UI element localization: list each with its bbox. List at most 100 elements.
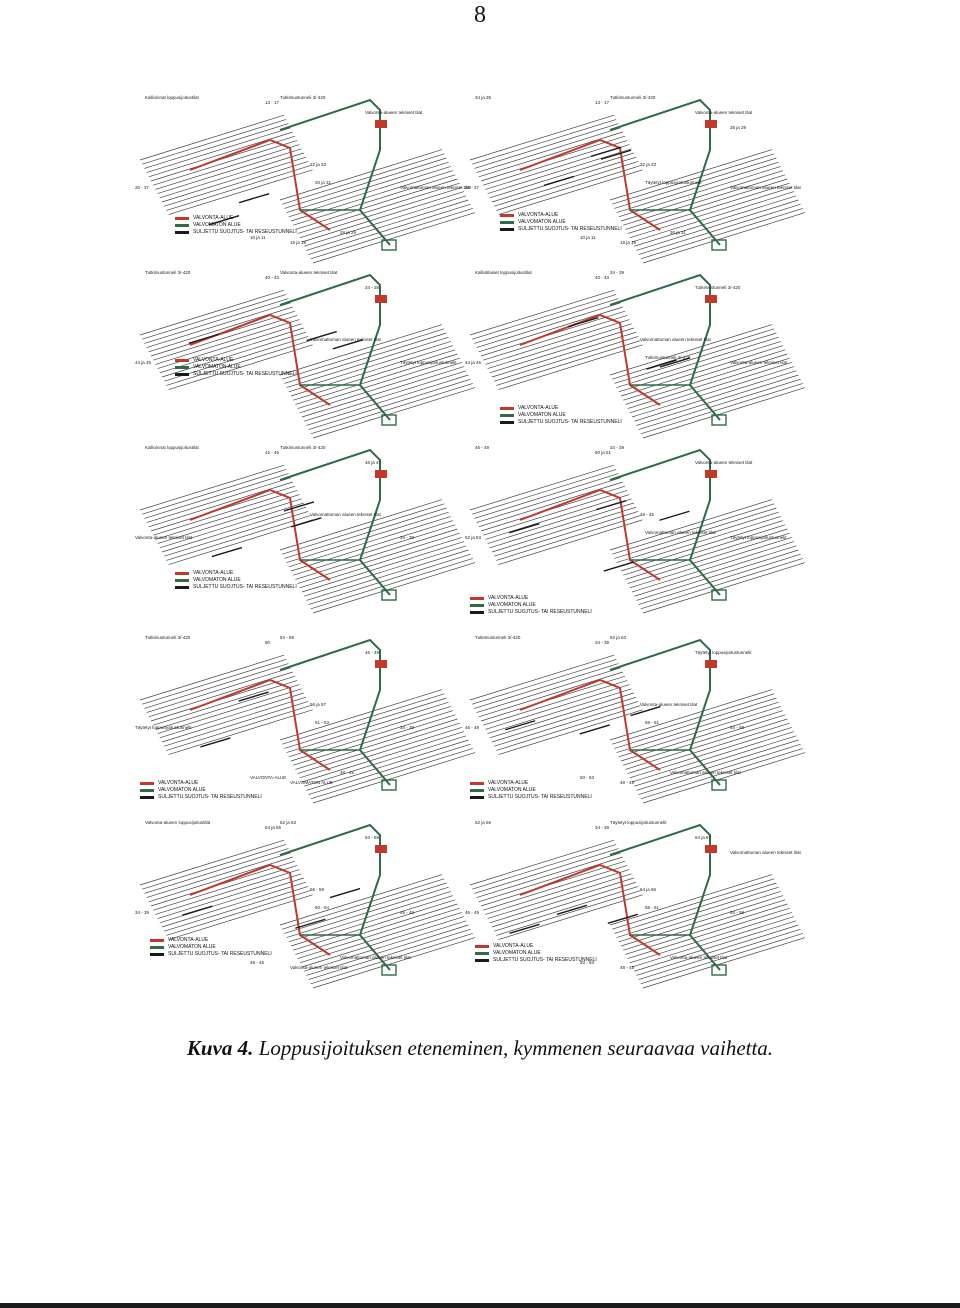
closed-tunnel	[579, 724, 610, 735]
legend-label: SULJETTU SUOJTUS- TAI RESEUSTUNNELI	[193, 371, 297, 377]
deposition-tunnel	[299, 537, 462, 589]
unmonitored-tunnel	[609, 823, 721, 971]
map-label: 48 - 45	[620, 780, 635, 785]
legend-item-unmonitored: VALVOMATON ALUE	[500, 219, 622, 226]
unmonitored-facility	[711, 589, 727, 601]
deposition-tunnel	[642, 212, 806, 264]
deposition-tunnel	[618, 516, 781, 568]
deposition-tunnel	[139, 464, 285, 511]
map-label: Valvonta-alueen tekniset tilat	[280, 270, 338, 275]
deposition-tunnel	[489, 327, 634, 374]
deposition-tunnel	[148, 131, 293, 178]
map-label: 20 - 37	[135, 185, 150, 190]
deposition-tunnel	[153, 680, 298, 726]
deposition-tunnel	[166, 340, 311, 386]
map-label: 34 - 39	[135, 910, 150, 915]
legend-swatch	[175, 224, 189, 227]
deposition-tunnel	[623, 174, 786, 226]
map-label: Kallioinnat loppusijoitustilat	[145, 95, 199, 100]
legend-item-closed: SULJETTU SUOJTUS- TAI RESEUSTUNNELI	[475, 957, 597, 964]
deposition-tunnel	[148, 671, 293, 718]
unmonitored-tunnel	[609, 273, 721, 421]
deposition-tunnel	[297, 532, 460, 584]
map-label: 32 ja 33	[640, 162, 657, 167]
figure-caption: Kuva 4. Loppusijoituksen eteneminen, kym…	[0, 1036, 960, 1061]
deposition-tunnel	[284, 332, 447, 384]
legend-item-monitored: VALVONTA-ALUE	[500, 212, 622, 219]
deposition-tunnel	[159, 327, 304, 374]
deposition-tunnel	[295, 178, 458, 230]
legend-swatch	[150, 946, 164, 949]
deposition-tunnel	[634, 735, 797, 787]
closed-tunnel	[211, 546, 243, 558]
map-label: 18 ja 19	[290, 240, 307, 245]
tunnel-map-drawing	[469, 448, 806, 614]
map-label: Valvomattoman alueen tekniset tilat	[645, 530, 716, 535]
map-label: 34 - 39	[610, 270, 625, 275]
map-label: Tutkimustunneli 3/-420	[475, 635, 521, 640]
legend-item-monitored: VALVONTA-ALUE	[150, 937, 272, 944]
monitored-tunnel	[519, 488, 661, 581]
legend-label: VALVOMATON ALUE	[158, 787, 206, 793]
deposition-tunnel	[168, 709, 313, 755]
closed-tunnel	[509, 523, 540, 534]
deposition-tunnel	[487, 688, 632, 734]
deposition-tunnel	[612, 153, 775, 205]
deposition-tunnel	[282, 503, 445, 555]
legend-label: VALVONTA-ALUE	[168, 937, 209, 943]
deposition-tunnel	[142, 294, 287, 340]
deposition-tunnel	[609, 149, 773, 201]
deposition-tunnel	[478, 481, 623, 528]
deposition-tunnel	[139, 289, 285, 336]
map-label: 34 - 39	[365, 285, 380, 290]
deposition-tunnel	[623, 524, 786, 576]
deposition-tunnel	[612, 878, 775, 930]
unmonitored-tunnel	[279, 448, 391, 596]
unmonitored-facility	[381, 589, 397, 601]
deposition-tunnel	[623, 714, 786, 766]
map-label: Täytetyt loppusijoitustunnelit	[695, 650, 752, 655]
legend-label: VALVOMATON ALUE	[518, 412, 566, 418]
map-label: 54 - 58	[730, 725, 745, 730]
deposition-tunnel	[474, 298, 619, 344]
deposition-tunnel	[489, 502, 634, 549]
legend-swatch	[500, 221, 514, 224]
deposition-tunnel	[142, 469, 287, 515]
map-label: 51 - 53	[315, 720, 330, 725]
unmonitored-tunnel	[279, 823, 391, 971]
deposition-tunnel	[304, 920, 467, 972]
legend-label: SULJETTU SUOJTUS- TAI RESEUSTUNNELI	[193, 584, 297, 590]
deposition-tunnel	[618, 166, 781, 218]
deposition-tunnel	[474, 663, 619, 709]
deposition-tunnel	[472, 119, 617, 165]
deposition-tunnel	[144, 663, 289, 709]
map-label: 46 - 49	[400, 910, 415, 915]
map-label: 54 - 59	[365, 835, 380, 840]
deposition-tunnel	[620, 520, 784, 572]
deposition-tunnel	[144, 123, 289, 169]
deposition-tunnel	[638, 203, 801, 255]
deposition-tunnel	[306, 199, 469, 251]
deposition-tunnel	[625, 353, 788, 405]
tunnel-map-drawing	[469, 823, 806, 989]
legend-item-closed: SULJETTU SUOJTUS- TAI RESEUSTUNNELI	[175, 371, 297, 378]
monitored-facility	[705, 120, 717, 128]
deposition-tunnel	[144, 298, 289, 344]
map-label: 34 - 39	[400, 725, 415, 730]
monitored-facility	[375, 295, 387, 303]
deposition-tunnel	[139, 114, 285, 161]
deposition-tunnel	[310, 558, 473, 610]
legend-swatch	[475, 959, 489, 962]
deposition-tunnel	[310, 383, 473, 435]
legend-swatch	[500, 421, 514, 424]
map-label: 50 - 53	[580, 775, 595, 780]
legend-label: VALVONTA-ALUE	[158, 780, 199, 786]
